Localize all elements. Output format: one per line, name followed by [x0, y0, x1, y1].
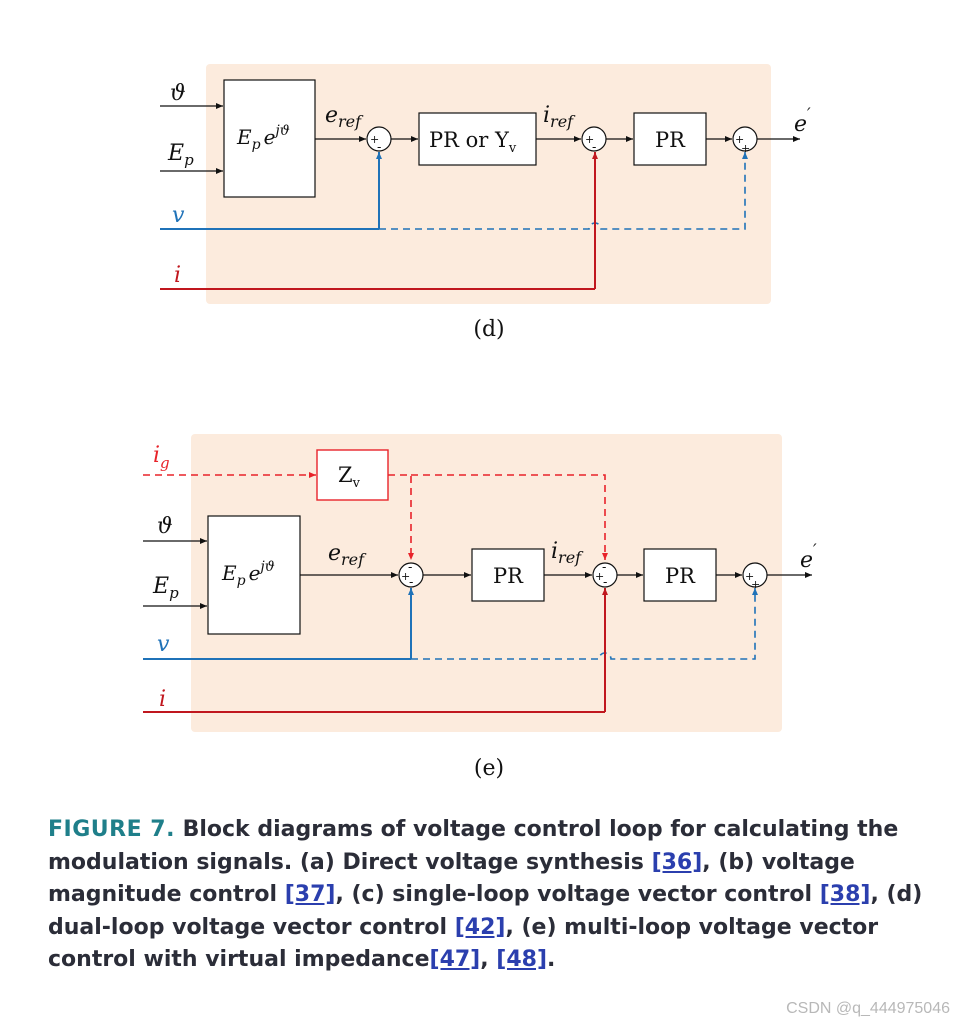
impedance-block-e — [316, 449, 389, 501]
label-d: (d) — [473, 317, 504, 342]
reference-link-47[interactable]: [47] — [429, 947, 481, 972]
i-label-d: i — [174, 263, 181, 288]
sum2-minus-bottom-e: - — [603, 575, 607, 590]
figure-caption: FIGURE 7. Block diagrams of voltage cont… — [48, 814, 938, 977]
sum1-plus-d: + — [370, 133, 379, 146]
theta-label-d: ϑ — [170, 81, 186, 106]
ep-label-d: Ep — [167, 141, 194, 169]
caption-text-4: , (d) dual-loop voltage vector control — [48, 882, 923, 940]
sum2-plus-e: + — [595, 570, 604, 583]
iref-label-d: iref — [543, 103, 576, 131]
theta-label-e: ϑ — [157, 514, 173, 539]
controller-1-label-e: PR — [493, 564, 524, 588]
controller-block-1-e — [471, 548, 545, 602]
caption-text-1: Block diagrams of voltage control loop f… — [48, 817, 899, 875]
sum1-minus-d: - — [377, 140, 381, 155]
reference-link-48[interactable]: [48] — [496, 947, 548, 972]
watermark: CSDN @q_444975046 — [786, 1000, 950, 1017]
controller-2-label-d: PR — [655, 128, 686, 152]
reference-link-38[interactable]: [38] — [819, 882, 871, 907]
controller-1-label-d: PR or Yv — [429, 128, 517, 156]
reference-link-36[interactable]: [36] — [651, 849, 703, 875]
i-label-e: i — [159, 687, 166, 712]
v-label-e: v — [157, 632, 170, 657]
output-label-d: e′ — [794, 104, 811, 137]
sum3-plus-left-e: + — [745, 570, 754, 583]
ep-label-e: Ep — [152, 574, 179, 602]
label-e: (e) — [474, 756, 504, 781]
reference-link-37[interactable]: [37] — [284, 882, 336, 907]
panel-d — [206, 64, 771, 304]
sum1-minus-top-e: - — [408, 560, 412, 575]
controller-block-2-e — [643, 548, 717, 602]
sum1-plus-e: + — [401, 570, 410, 583]
generator-block-d — [223, 79, 316, 198]
eref-label-d: eref — [325, 103, 364, 131]
sum2-plus-d: + — [585, 133, 594, 146]
ig-label-e: ig — [153, 443, 170, 472]
caption-text-6: , — [480, 947, 497, 972]
generator-block-e — [207, 515, 301, 635]
sum3-plus-left-d: + — [735, 133, 744, 146]
sum2-minus-d: - — [592, 140, 596, 155]
zv-to-sum2-e — [411, 474, 608, 560]
sum1-minus-bottom-e: - — [409, 575, 413, 590]
caption-text-2: , (b) voltage magnitude control — [48, 849, 855, 908]
caption-text-7: . — [547, 947, 556, 972]
figure-label: FIGURE 7. — [48, 817, 175, 842]
sum2-minus-top-e: - — [602, 560, 606, 575]
eref-label-e: eref — [328, 541, 367, 569]
reference-link-42[interactable]: [42] — [454, 914, 506, 940]
caption-text-5: , (e) multi-loop voltage vector control … — [48, 914, 879, 973]
impedance-label-e: Zv — [338, 463, 361, 491]
v-label-d: v — [172, 203, 185, 228]
iref-label-e: iref — [551, 539, 584, 567]
sum3-plus-bottom-e: + — [751, 578, 760, 591]
output-label-e: e′ — [800, 540, 817, 573]
controller-2-label-e: PR — [665, 564, 696, 588]
sum3-plus-bottom-d: + — [741, 142, 750, 155]
caption-text-3: , (c) single-loop voltage vector control — [335, 882, 820, 907]
